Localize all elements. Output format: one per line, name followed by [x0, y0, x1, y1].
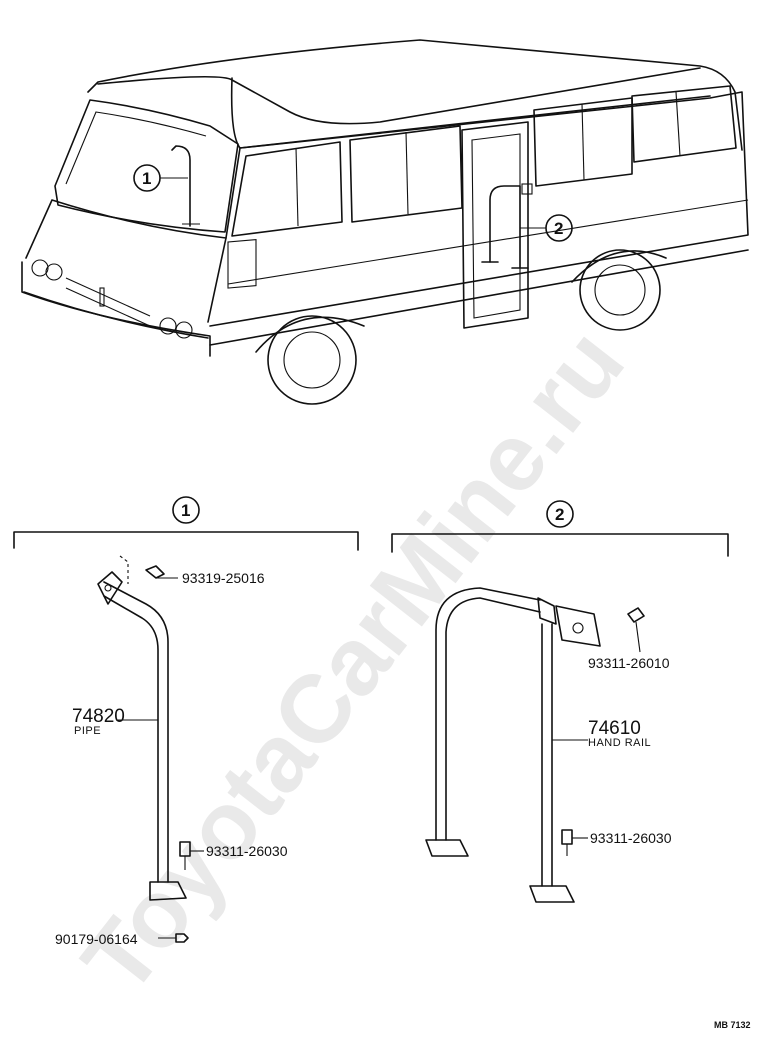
group-2-callout: 2 [555, 505, 564, 524]
part-name-hand-rail: HAND RAIL [588, 737, 651, 749]
van-callout-1: 1 [142, 169, 151, 188]
part-number-74610: 74610 [588, 718, 641, 739]
group-1-callout: 1 [181, 501, 190, 520]
group-2-bracket [391, 533, 729, 557]
bolt-top-left-icon [145, 565, 178, 579]
bolt-bottom-left-icon [179, 841, 204, 870]
bolt-bracket-right-icon [627, 607, 645, 653]
part-label-93311-26030-left: 93311-26030 [206, 843, 288, 859]
group-1-callout-circle [172, 496, 200, 524]
group-2-callout-circle [546, 500, 574, 528]
part-label-90179-06164: 90179-06164 [55, 931, 138, 947]
van-callout-2: 2 [554, 219, 563, 238]
van-illustration [21, 39, 749, 405]
watermark: ToyotaCarMine.ru [62, 310, 644, 1013]
diagram-code: MB 7132 [714, 1020, 751, 1030]
part-number-74820: 74820 [72, 706, 125, 727]
part-label-93311-26030-right: 93311-26030 [590, 830, 672, 846]
part-label-93319-25016: 93319-25016 [182, 570, 265, 586]
part-name-pipe: PIPE [74, 725, 101, 737]
bolt-bottom-right-icon [561, 829, 588, 856]
hand-rail-74610 [425, 587, 601, 903]
part-label-93311-26010: 93311-26010 [588, 655, 670, 671]
van-callout-2-circle [545, 214, 573, 242]
pipe-74820 [97, 555, 187, 901]
group-1-bracket [13, 531, 359, 551]
nut-icon [158, 933, 189, 943]
van-callout-1-circle [133, 164, 161, 192]
